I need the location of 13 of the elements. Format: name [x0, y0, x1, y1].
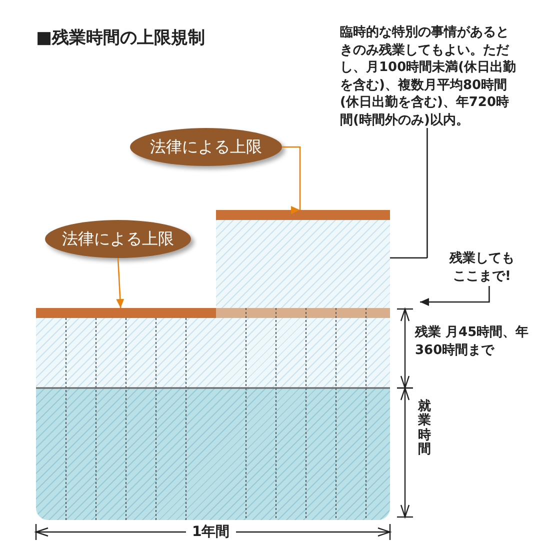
- title: ■残業時間の上限規制: [36, 27, 206, 49]
- arrow: [420, 286, 490, 306]
- leader-line: [390, 128, 428, 259]
- callout-text: 残業してもここまで!: [448, 250, 516, 286]
- arrow: [116, 258, 124, 308]
- limit-bar: [216, 210, 390, 220]
- overtime-extension-area: [216, 220, 390, 308]
- dimension-label: 残業 月45時間、年360時間まで: [415, 324, 530, 360]
- dimension-label: 就業時間: [418, 400, 431, 458]
- limit-ellipse: 法律による上限: [45, 220, 191, 258]
- limit-bar: [36, 308, 216, 318]
- note-text: 臨時的な特別の事情があるときのみ残業してもよい。ただし、月100時間未満(休日出勤を含む)、複数月平均80時間(休日出勤を含む)、年720時間(時間外のみ)以内。: [340, 24, 518, 130]
- limit-ellipse: 法律による上限: [130, 128, 282, 166]
